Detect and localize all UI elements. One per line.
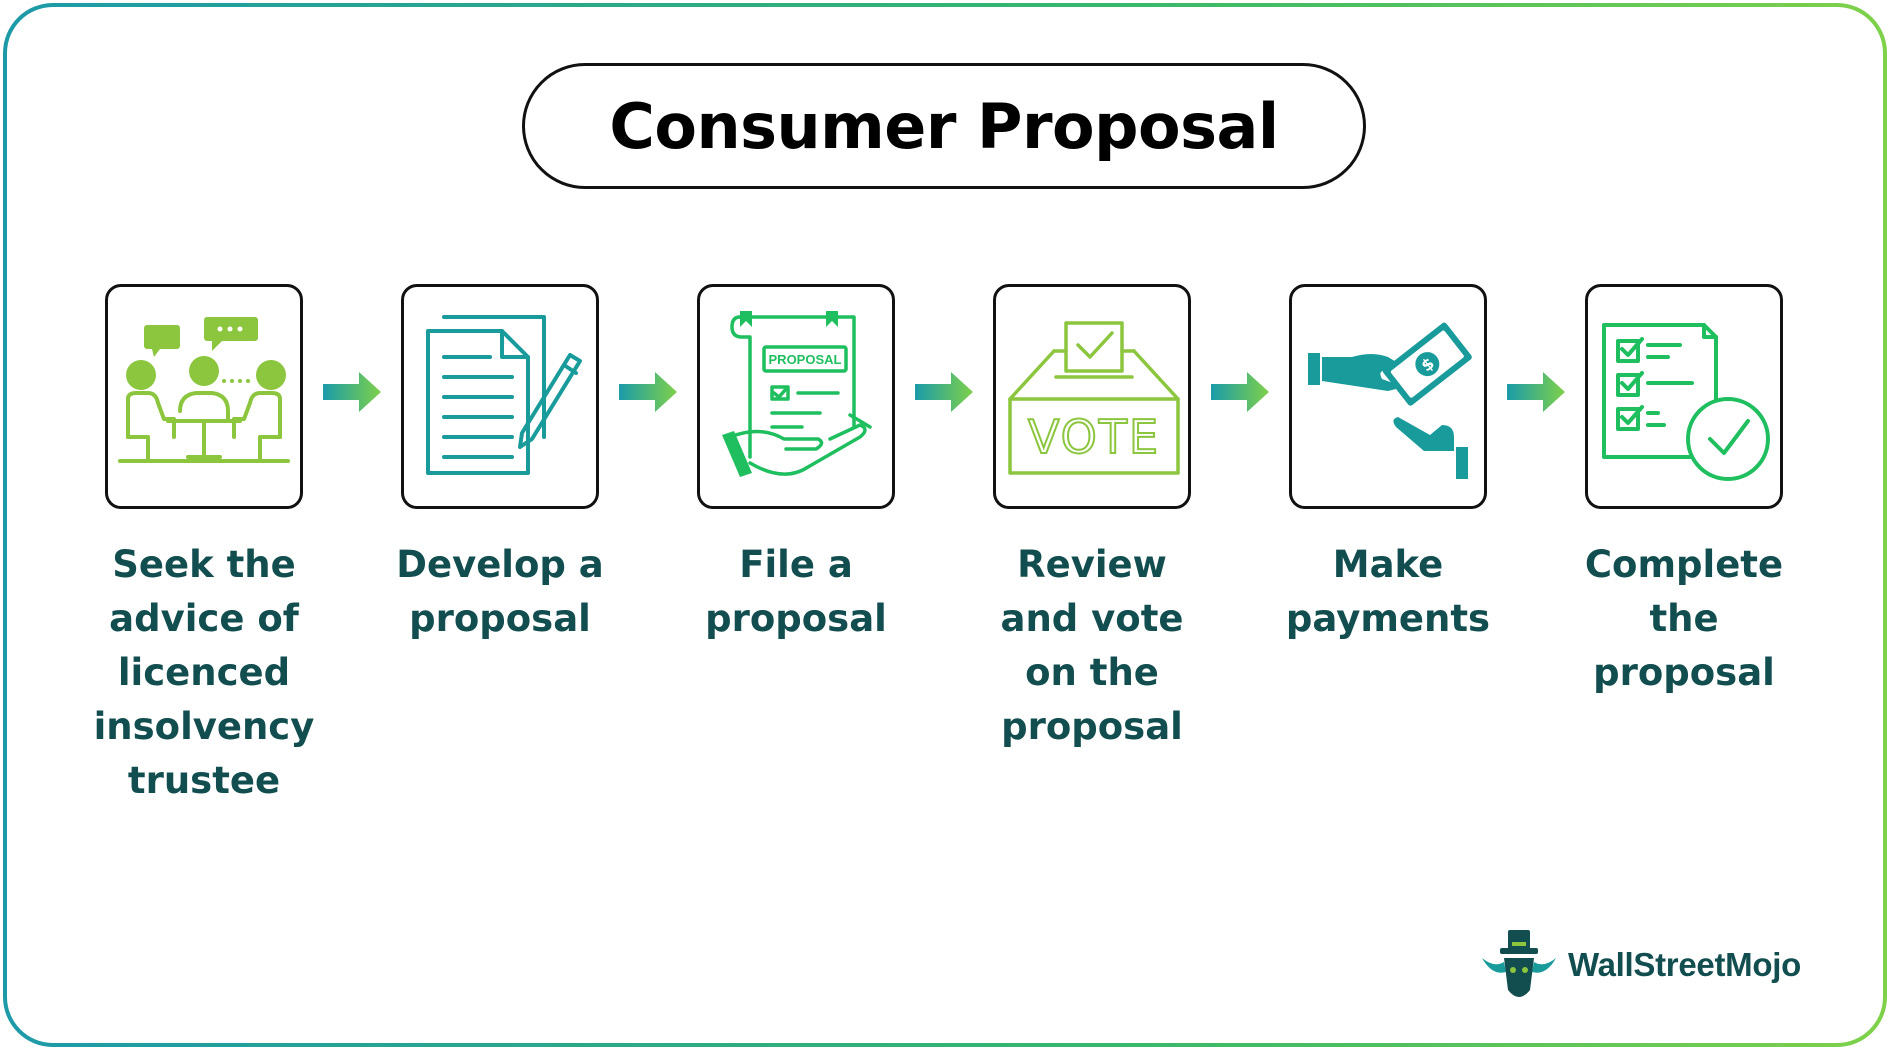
step-3-box: PROPOSAL [697, 284, 895, 509]
step-4-box: VOTE [993, 284, 1191, 509]
arrow-icon [1211, 372, 1269, 412]
step-3-label: File a proposal [705, 543, 887, 640]
proposal-doc-text: PROPOSAL [769, 352, 842, 367]
arrow-icon [915, 372, 973, 412]
document-pen-icon [426, 315, 582, 475]
step-5-box: $ [1289, 284, 1487, 509]
arrow-icon [1507, 372, 1565, 412]
step-2-label: Develop a proposal [396, 543, 604, 640]
bull-logo-icon [1482, 930, 1556, 997]
step-6-label: Complete the proposal [1584, 543, 1784, 694]
brand-logo: WallStreetMojo [1478, 928, 1838, 1008]
step-1-box [105, 284, 303, 509]
step-1-label: Seek the advice of licenced insolvency t… [93, 543, 315, 802]
vote-text: VOTE [1028, 410, 1160, 464]
arrow-icon [619, 372, 677, 412]
diagram-frame [3, 3, 1887, 1047]
meeting-icon [118, 317, 290, 463]
step-6-box [1585, 284, 1783, 509]
checklist-done-icon [1602, 323, 1770, 481]
step-5-label: Make payments [1285, 543, 1491, 640]
payment-hands-icon: $ [1308, 322, 1472, 479]
diagram-title: Consumer Proposal [522, 63, 1366, 189]
step-4-label: Review and vote on the proposal [1000, 543, 1184, 748]
ballot-box-icon: VOTE [1008, 321, 1180, 475]
brand-name: WallStreetMojo [1568, 946, 1801, 983]
filed-proposal-hand-icon: PROPOSAL [722, 311, 872, 477]
step-2-box [401, 284, 599, 509]
arrow-icon [323, 372, 381, 412]
